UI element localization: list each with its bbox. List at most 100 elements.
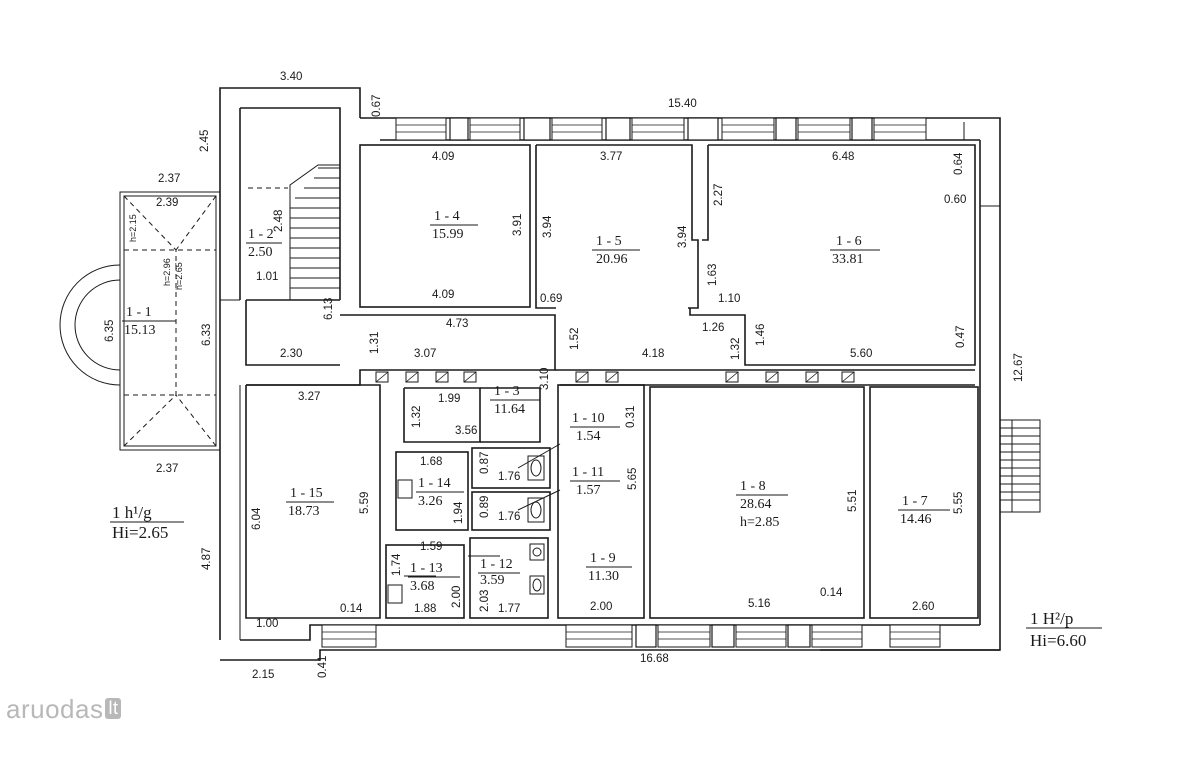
dim-bottom-total: 16.68 xyxy=(640,653,669,665)
staircase xyxy=(248,164,340,300)
dim-r12-203: 2.03 xyxy=(479,590,491,612)
dim-r12-177: 1.77 xyxy=(498,603,520,615)
dim-top-stair: 3.40 xyxy=(280,71,302,83)
room-1-7-id: 1 - 7 xyxy=(902,494,928,509)
room-1-1-area: 15.13 xyxy=(124,323,156,338)
dim-r8-516: 5.16 xyxy=(748,598,770,610)
room-1-6-area: 33.81 xyxy=(832,252,864,267)
dim-r13-200: 2.00 xyxy=(451,586,463,608)
dim-r6-560: 5.60 xyxy=(850,348,872,360)
dim-bal-237-bottom: 2.37 xyxy=(156,463,178,475)
dim-r5-069: 0.69 xyxy=(540,293,562,305)
dim-r6-126: 1.26 xyxy=(702,322,724,334)
dim-r10-031: 0.31 xyxy=(625,406,637,428)
dim-bottom-215: 2.15 xyxy=(252,669,274,681)
veranda xyxy=(59,191,240,451)
dim-r14-168: 1.68 xyxy=(420,456,442,468)
dim-r6-060: 0.60 xyxy=(944,194,966,206)
room-1-14-id: 1 - 14 xyxy=(418,476,451,491)
watermark-text: aruodas xyxy=(6,694,104,724)
room-1-9-id: 1 - 9 xyxy=(590,551,616,566)
dim-hall-613: 6.13 xyxy=(323,298,335,320)
dim-r15-604: 6.04 xyxy=(251,507,263,530)
dim-r7-260: 2.60 xyxy=(912,601,934,613)
dim-r9-200: 2.00 xyxy=(590,601,612,613)
dim-r3-356: 3.56 xyxy=(455,425,477,437)
dim-r15-559: 5.59 xyxy=(359,492,371,514)
dim-r11-176: 1.76 xyxy=(498,511,520,523)
dim-r6-132: 1.32 xyxy=(730,338,742,360)
room-1-3-id: 1 - 3 xyxy=(494,384,520,399)
room-1-2-area: 2.50 xyxy=(248,245,273,260)
room-1-4-id: 1 - 4 xyxy=(434,209,460,224)
dim-r6-163: 1.63 xyxy=(707,264,719,286)
dim-r6-047: 0.47 xyxy=(955,326,967,348)
dim-bal-237-top: 2.37 xyxy=(158,173,180,185)
room-1-7-area: 14.46 xyxy=(900,512,932,527)
dim-left-487: 4.87 xyxy=(201,548,213,570)
external-stairs xyxy=(1000,419,1041,513)
room-1-2-id: 1 - 2 xyxy=(248,227,274,242)
dim-r5-394-left: 3.94 xyxy=(542,215,554,238)
dim-hall-131: 1.31 xyxy=(369,332,381,354)
dim-r10-176: 1.76 xyxy=(498,471,520,483)
room-label-rules xyxy=(122,224,950,578)
legend-left-line1: 1 h¹/g xyxy=(112,503,152,522)
dim-r14-194: 1.94 xyxy=(453,501,465,524)
dim-r7-555: 5.55 xyxy=(953,492,965,514)
room-1-8-id: 1 - 8 xyxy=(740,479,766,494)
dim-bal-h296: h=2.96 xyxy=(162,258,172,286)
dim-hall-633: 6.33 xyxy=(201,324,213,346)
dim-r13-174: 1.74 xyxy=(391,553,403,576)
dim-r6-top: 6.48 xyxy=(832,151,854,163)
dim-r9-565: 5.65 xyxy=(627,468,639,490)
room-1-5-area: 20.96 xyxy=(596,252,628,267)
dim-r4-391: 3.91 xyxy=(512,214,524,236)
room-1-3-area: 11.64 xyxy=(494,402,525,417)
dim-r8-014: 0.14 xyxy=(820,587,843,599)
room-1-11-id: 1 - 11 xyxy=(572,465,604,480)
room-1-4-area: 15.99 xyxy=(432,227,464,242)
room-1-14-area: 3.26 xyxy=(418,494,443,509)
room-1-15-id: 1 - 15 xyxy=(290,486,323,501)
watermark-badge: lt xyxy=(105,698,122,719)
dim-top-total: 15.40 xyxy=(668,98,697,110)
dim-r11-089: 0.89 xyxy=(479,496,491,518)
room-1-13-id: 1 - 13 xyxy=(410,561,443,576)
room-1-6-id: 1 - 6 xyxy=(836,234,862,249)
room-1-8-height: h=2.85 xyxy=(740,515,779,530)
sanitary-fixtures xyxy=(387,455,545,604)
room-1-12-id: 1 - 12 xyxy=(480,557,513,572)
dim-bottom-041: 0.41 xyxy=(317,656,329,678)
room-1-11-area: 1.57 xyxy=(576,483,601,498)
dim-bal-h215: h=2.15 xyxy=(128,214,138,242)
dim-top-067: 0.67 xyxy=(371,95,383,117)
dim-hall-310: 3.10 xyxy=(539,368,551,390)
room-1-10-area: 1.54 xyxy=(576,429,601,444)
dim-r6-064: 0.64 xyxy=(953,152,965,175)
dimension-labels: 3.40 0.67 15.40 2.45 4.09 3.77 6.48 0.64… xyxy=(104,71,1025,681)
legend-right-line1: 1 H²/p xyxy=(1030,609,1073,628)
bottom-windows xyxy=(321,624,941,648)
dim-r3-132: 1.32 xyxy=(411,406,423,428)
leader-lines xyxy=(404,122,1000,577)
room-1-13-area: 3.68 xyxy=(410,579,435,594)
dim-r6-110: 1.10 xyxy=(718,293,740,305)
vent-shafts xyxy=(375,371,855,383)
top-windows xyxy=(395,117,927,141)
dim-hall-307: 3.07 xyxy=(414,348,436,360)
legend-left: 1 h¹/g Hi=2.65 xyxy=(110,503,184,542)
room-1-1-id: 1 - 1 xyxy=(126,305,152,320)
dim-r6-146: 1.46 xyxy=(755,324,767,346)
room-labels: 1 - 1 15.13 1 - 2 2.50 1 - 3 11.64 1 - 4… xyxy=(124,209,932,594)
dim-left-245: 2.45 xyxy=(199,130,211,152)
dim-r13-188: 1.88 xyxy=(414,603,436,615)
legend-right-line2: Hi=6.60 xyxy=(1030,631,1086,650)
dim-r14-087: 0.87 xyxy=(479,452,491,474)
interior-walls xyxy=(245,144,979,619)
dim-r8-551: 5.51 xyxy=(847,490,859,512)
dim-bal-239: 2.39 xyxy=(156,197,178,209)
dim-bal-635: 6.35 xyxy=(104,320,116,342)
dim-r3-199: 1.99 xyxy=(438,393,460,405)
